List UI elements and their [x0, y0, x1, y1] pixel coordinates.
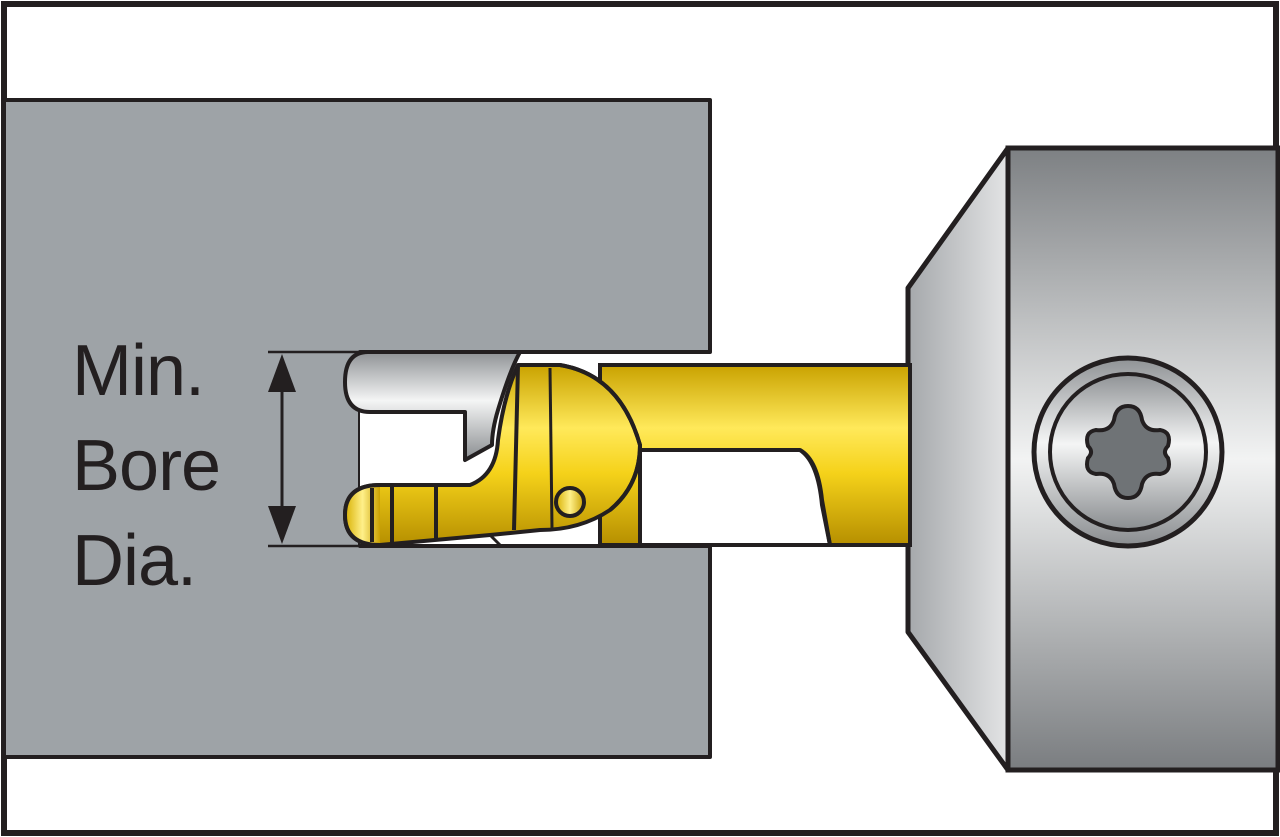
torx-screw-icon [1031, 355, 1225, 549]
label-line-2: Bore [72, 426, 220, 506]
min-bore-dia-label: Min. Bore Dia. [72, 331, 221, 601]
double-arrow-icon [268, 354, 296, 544]
dimension-marker [268, 350, 360, 548]
label-line-1: Min. [72, 331, 204, 411]
label-line-3: Dia. [72, 521, 196, 601]
boring-bar [598, 363, 912, 547]
insert-body [342, 350, 643, 547]
